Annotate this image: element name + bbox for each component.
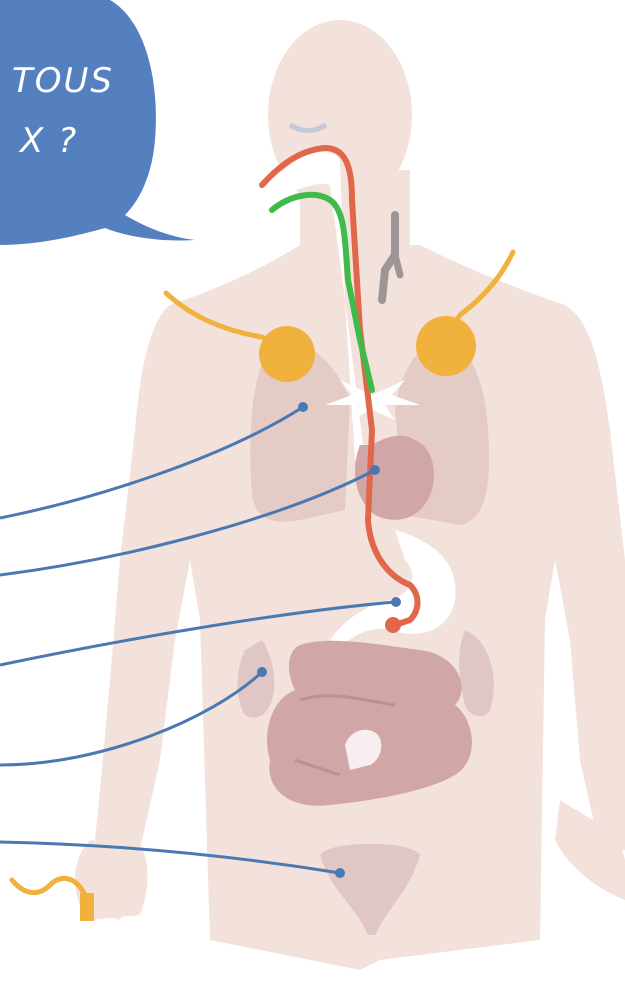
bubble-line-2: X ? [18, 121, 78, 161]
trachea-grey-branch [395, 255, 400, 275]
pointer-dot-heart [370, 465, 380, 475]
pointer-dot-bladder [335, 868, 345, 878]
pointer-dot-kidney [257, 667, 267, 677]
speech-bubble: TOUS X ? [0, 0, 195, 245]
digestive-tube-end [385, 617, 401, 633]
left-gland [259, 326, 315, 382]
bubble-line-1: TOUS [12, 61, 114, 101]
intestines [267, 641, 472, 806]
right-gland [416, 316, 476, 376]
pointer-dot-lungs [298, 402, 308, 412]
ureter [12, 878, 85, 895]
pointer-dot-stomach [391, 597, 401, 607]
ureter-end [80, 893, 94, 921]
body-silhouette [75, 20, 625, 970]
